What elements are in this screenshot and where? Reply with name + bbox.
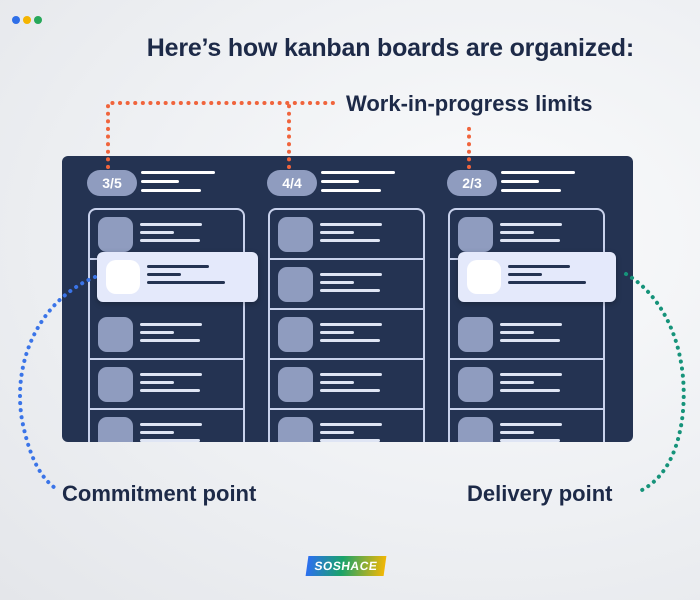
task-card[interactable] <box>450 410 603 442</box>
avatar <box>278 317 313 352</box>
committed-card[interactable] <box>97 252 258 302</box>
task-card[interactable] <box>450 310 603 360</box>
task-card[interactable] <box>90 360 243 410</box>
avatar <box>98 367 133 402</box>
kanban-board: 3/5 4/4 2/3 <box>62 156 633 442</box>
avatar <box>467 260 501 294</box>
task-card[interactable] <box>270 310 423 360</box>
task-card[interactable] <box>450 360 603 410</box>
avatar <box>278 367 313 402</box>
commitment-point-label: Commitment point <box>62 481 257 506</box>
task-card[interactable] <box>270 260 423 310</box>
soshace-logo[interactable]: SOSHACE <box>305 556 387 576</box>
header-placeholder-lines <box>141 170 215 192</box>
wip-badge: 3/5 <box>87 170 137 196</box>
window-dots <box>12 16 42 24</box>
column-2 <box>268 208 425 442</box>
wip-connector-line <box>106 101 342 169</box>
task-card[interactable] <box>270 410 423 442</box>
column-header-1: 3/5 <box>87 170 215 196</box>
header-placeholder-lines <box>501 170 575 192</box>
avatar <box>458 217 493 252</box>
page-title: Here’s how kanban boards are organized: <box>146 34 634 62</box>
task-card[interactable] <box>90 410 243 442</box>
blue-dot-icon <box>12 16 20 24</box>
avatar <box>458 417 493 442</box>
commitment-connector-line <box>18 275 97 492</box>
column-1 <box>88 208 245 442</box>
delivered-card[interactable] <box>458 252 616 302</box>
yellow-dot-icon <box>23 16 31 24</box>
wip-badge: 2/3 <box>447 170 497 196</box>
green-dot-icon <box>34 16 42 24</box>
avatar <box>458 317 493 352</box>
avatar <box>278 417 313 442</box>
header-placeholder-lines <box>321 170 395 192</box>
delivery-connector-line <box>624 272 686 494</box>
avatar <box>458 367 493 402</box>
column-header-2: 4/4 <box>267 170 395 196</box>
avatar <box>278 217 313 252</box>
column-header-3: 2/3 <box>447 170 575 196</box>
avatar <box>278 267 313 302</box>
column-3 <box>448 208 605 442</box>
task-card[interactable] <box>270 210 423 260</box>
task-card[interactable] <box>270 360 423 410</box>
task-card[interactable] <box>90 310 243 360</box>
avatar <box>98 217 133 252</box>
delivery-point-label: Delivery point <box>467 481 613 506</box>
avatar <box>106 260 140 294</box>
wip-limits-label: Work-in-progress limits <box>346 91 593 116</box>
avatar <box>98 317 133 352</box>
avatar <box>98 417 133 442</box>
wip-badge: 4/4 <box>267 170 317 196</box>
